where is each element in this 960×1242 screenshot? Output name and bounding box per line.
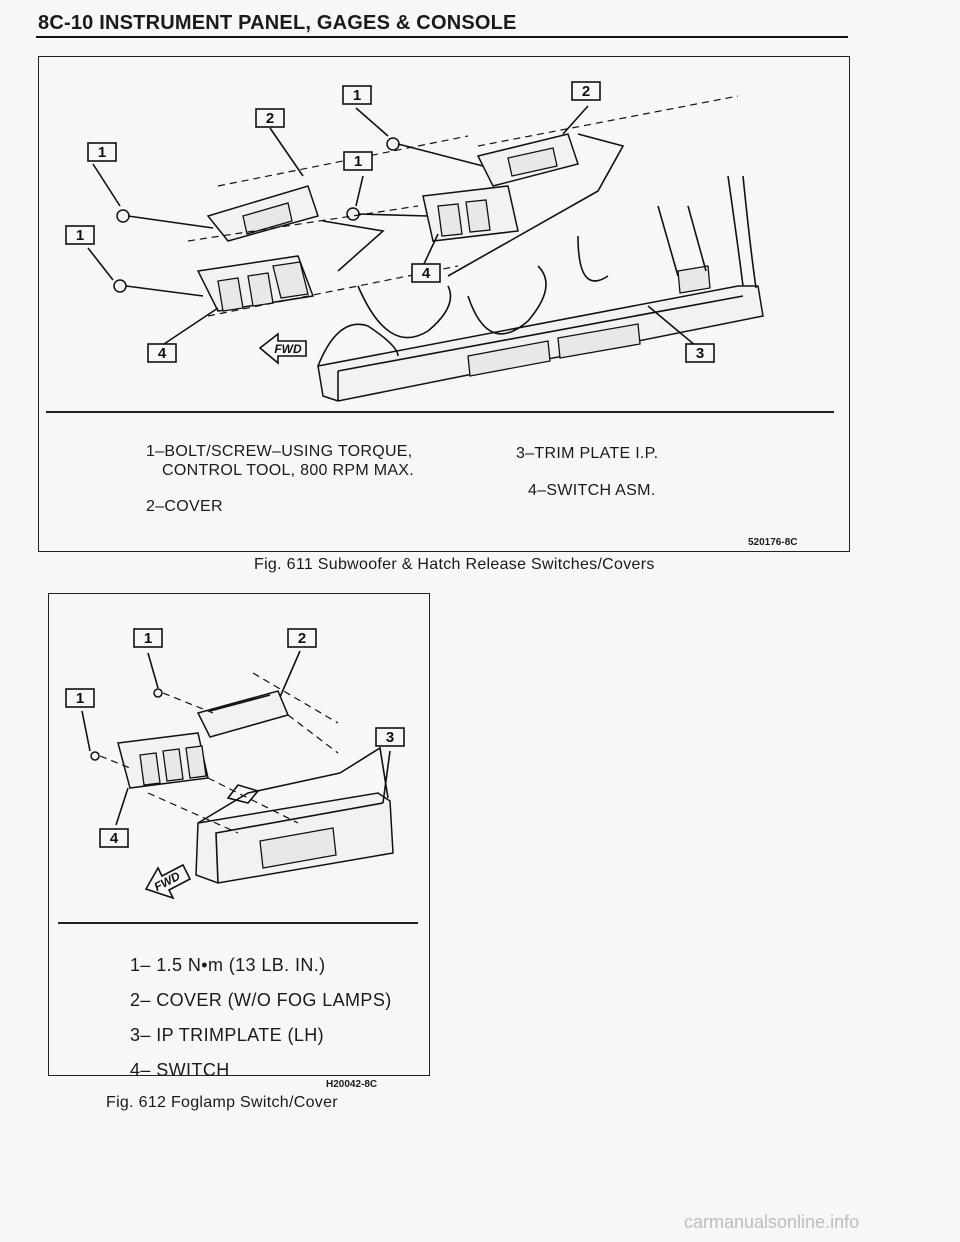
figure-612-legend-item4: 4– SWITCH xyxy=(130,1060,230,1080)
svg-text:1: 1 xyxy=(98,144,106,161)
figure-612-frame xyxy=(48,593,430,1076)
assembly-lines-612 xyxy=(99,672,339,834)
switch-assembly-right xyxy=(422,185,519,242)
figure-612-legend-item3: 3– IP TRIMPLATE (LH) xyxy=(130,1025,325,1045)
callout-612-3: 3 xyxy=(375,727,405,747)
callout-4-b: 4 xyxy=(147,343,177,363)
svg-text:3: 3 xyxy=(696,345,704,362)
fwd-arrow-icon-612: FWD xyxy=(144,863,192,900)
figure-611-legend-item1-line2: CONTROL TOOL, 800 RPM MAX. xyxy=(162,462,415,479)
figure-611-legend-item3: 3–TRIM PLATE I.P. xyxy=(516,445,659,462)
svg-text:FWD: FWD xyxy=(152,869,183,894)
figure-611-illustration: 1 2 1 1 2 1 4 4 3 FWD xyxy=(65,81,764,402)
svg-text:1: 1 xyxy=(76,690,84,707)
figure-612-illustration: 1 2 1 3 4 FWD xyxy=(65,628,405,900)
svg-text:2: 2 xyxy=(298,630,306,647)
cover-drawing xyxy=(196,690,290,738)
figure-612-caption: Fig. 612 Foglamp Switch/Cover xyxy=(106,1094,338,1111)
callout-1-c: 1 xyxy=(343,151,373,171)
callout-1-d: 1 xyxy=(65,225,95,245)
assembly-lines xyxy=(125,95,739,317)
callout-2-b: 2 xyxy=(571,81,601,101)
callout-612-4: 4 xyxy=(99,828,129,848)
trim-plate-drawing xyxy=(317,175,764,402)
callout-612-1-a: 1 xyxy=(133,628,163,648)
callout-612-1-b: 1 xyxy=(65,688,95,708)
figure-612-divider xyxy=(58,922,418,924)
figure-612-legend-item1: 1– 1.5 N•m (13 LB. IN.) xyxy=(130,955,326,975)
cover-left xyxy=(206,185,319,242)
svg-text:1: 1 xyxy=(354,153,362,170)
svg-text:FWD: FWD xyxy=(274,342,302,356)
page-header: 8C-10 INSTRUMENT PANEL, GAGES & CONSOLE xyxy=(38,12,517,34)
cover-right xyxy=(476,133,579,187)
figure-611-code: 520176-8C xyxy=(748,537,798,548)
trim-plate-lh-drawing xyxy=(195,746,394,884)
leader-lines xyxy=(87,105,697,347)
callout-1-a: 1 xyxy=(87,142,117,162)
watermark-text: carmanualsonline.info xyxy=(684,1212,860,1232)
figure-611-caption: Fig. 611 Subwoofer & Hatch Release Switc… xyxy=(254,556,655,573)
callout-4-a: 4 xyxy=(411,263,441,283)
svg-text:4: 4 xyxy=(110,830,119,847)
callout-2-a: 2 xyxy=(255,108,285,128)
svg-text:1: 1 xyxy=(353,87,361,104)
svg-text:1: 1 xyxy=(76,227,84,244)
svg-text:2: 2 xyxy=(266,110,274,127)
svg-text:3: 3 xyxy=(386,729,394,746)
svg-text:2: 2 xyxy=(582,83,590,100)
figure-611-legend-item2: 2–COVER xyxy=(146,498,223,515)
figure-611-frame xyxy=(38,56,850,552)
figure-612-legend-item2: 2– COVER (W/O FOG LAMPS) xyxy=(130,990,392,1010)
leader-lines-612 xyxy=(81,650,391,826)
switch-assembly-left xyxy=(196,255,315,312)
svg-text:4: 4 xyxy=(422,265,431,282)
screw-icons xyxy=(90,688,163,761)
svg-text:4: 4 xyxy=(158,345,167,362)
figure-611-legend-item1-line1: 1–BOLT/SCREW–USING TORQUE, xyxy=(146,443,413,460)
fwd-arrow-icon: FWD xyxy=(258,332,307,365)
header-rule xyxy=(36,36,848,38)
figure-611-divider xyxy=(46,411,834,413)
switch-drawing xyxy=(117,732,209,789)
callout-1-b: 1 xyxy=(342,85,372,105)
callout-612-2: 2 xyxy=(287,628,317,648)
svg-text:1: 1 xyxy=(144,630,152,647)
figure-612-code: H20042-8C xyxy=(326,1079,378,1090)
callout-3-a: 3 xyxy=(685,343,715,363)
figure-611-legend-item4: 4–SWITCH ASM. xyxy=(528,482,656,499)
